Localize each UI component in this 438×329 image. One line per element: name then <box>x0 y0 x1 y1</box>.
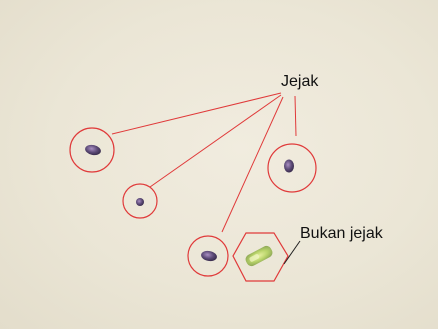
trace-circle-3 <box>267 143 317 193</box>
pointer-line-1 <box>111 92 282 135</box>
pointer-lines <box>111 92 297 233</box>
trace-spot-3 <box>284 159 294 173</box>
pointer-line-4 <box>294 95 297 137</box>
trace-circle-4 <box>187 235 229 277</box>
trace-label: Jejak <box>281 73 319 90</box>
not-trace-pointer-line <box>283 240 301 265</box>
pointer-line-2 <box>149 94 282 188</box>
pointer-line-3 <box>221 96 284 233</box>
not-trace-particle <box>245 245 273 267</box>
trace-circle-1 <box>69 127 115 173</box>
trace-spot-1 <box>85 144 101 156</box>
not-trace-label: Bukan jejak <box>300 225 383 242</box>
trace-spot-4 <box>201 250 217 262</box>
trace-circle-2 <box>122 183 158 219</box>
trace-spot-2 <box>136 198 144 206</box>
not-trace-hexagon <box>232 232 289 282</box>
